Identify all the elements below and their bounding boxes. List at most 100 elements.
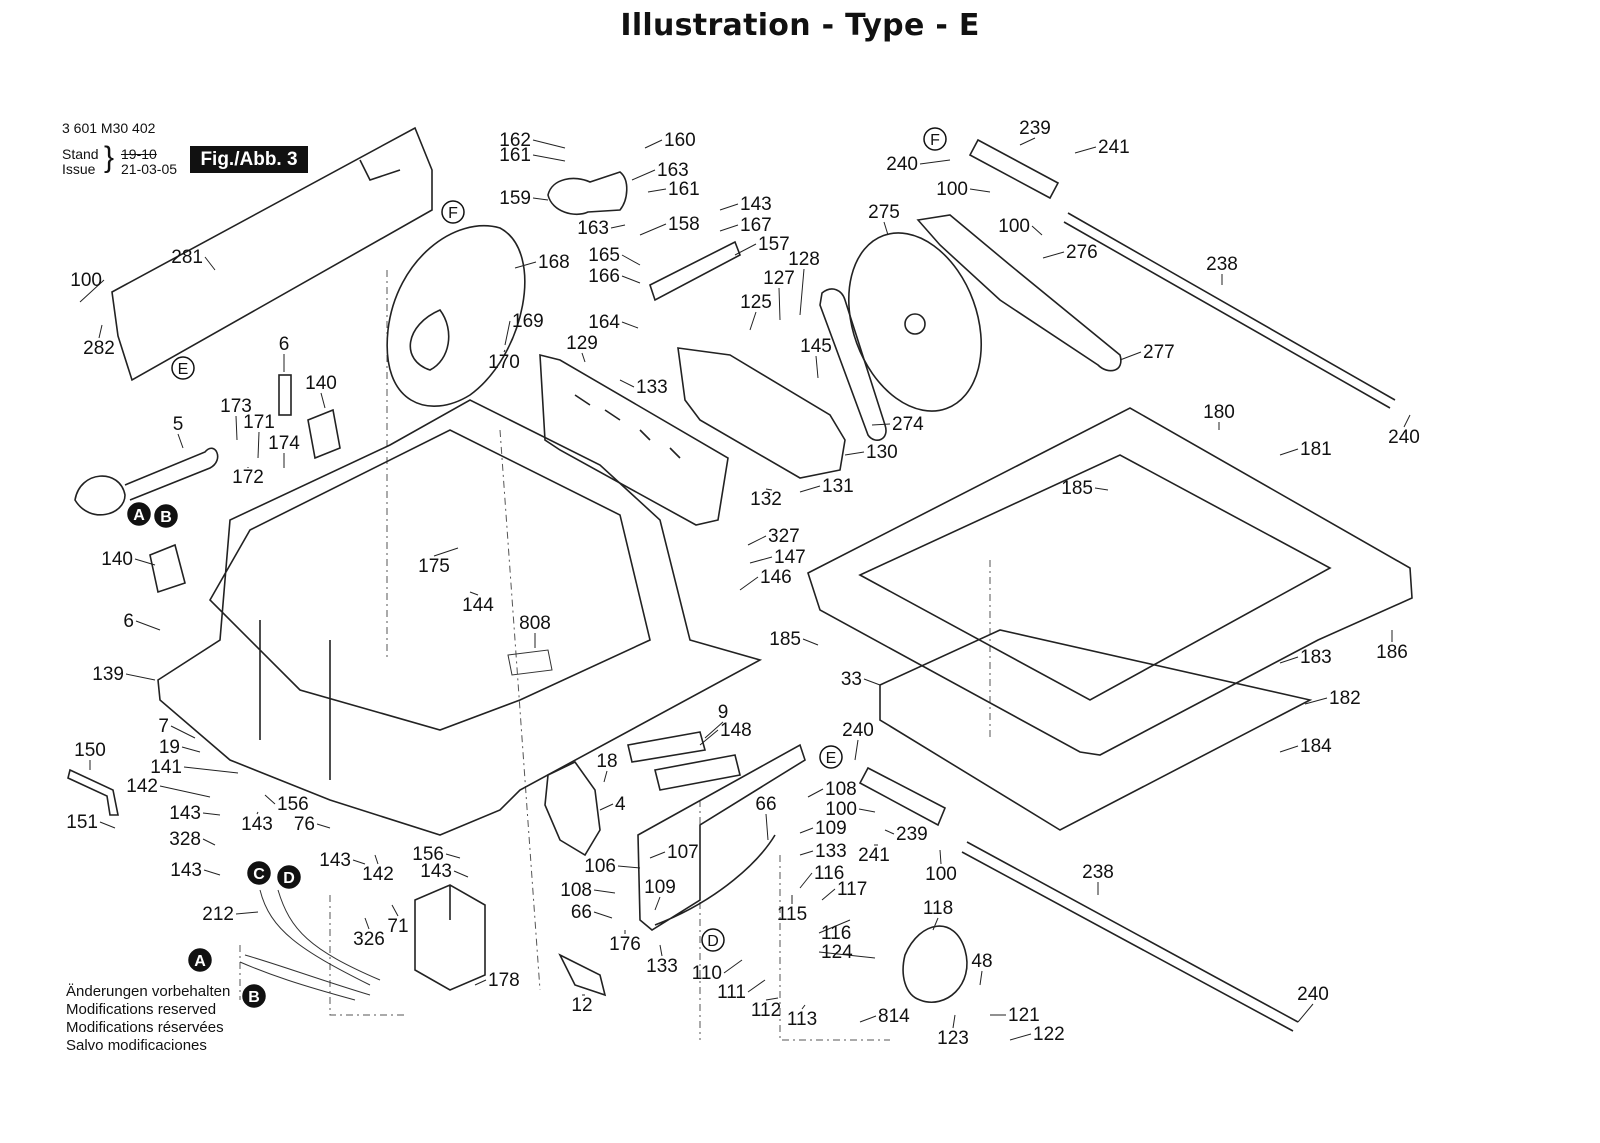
part-number-label: 19 xyxy=(159,737,180,758)
leader-line xyxy=(747,535,767,546)
leader-line xyxy=(181,746,201,753)
part-number-label: 161 xyxy=(668,179,700,200)
part-number-label: 128 xyxy=(788,249,820,270)
leader-line xyxy=(818,919,851,934)
part-number-label: 141 xyxy=(150,757,182,778)
leader-line xyxy=(969,188,991,193)
part-number-label: 175 xyxy=(418,556,450,577)
leader-line xyxy=(603,770,608,783)
leader-line xyxy=(1279,448,1299,456)
leader-line xyxy=(704,721,724,739)
leader-line xyxy=(649,851,666,859)
reference-circle xyxy=(923,127,947,151)
leader-line xyxy=(647,188,667,193)
part-number-label: 113 xyxy=(787,1009,817,1030)
leader-line xyxy=(264,794,276,805)
part-number-label: 131 xyxy=(822,476,854,497)
part-number-label: 275 xyxy=(868,202,900,223)
part-number-label: 182 xyxy=(1329,688,1361,709)
part-number-label: 112 xyxy=(751,1000,781,1021)
leader-line xyxy=(765,997,779,1001)
reference-circle xyxy=(441,200,465,224)
leader-line xyxy=(631,169,656,181)
reference-circle xyxy=(242,984,266,1008)
base-housing-139 xyxy=(157,399,763,836)
leader-line xyxy=(619,379,635,388)
part-number-label: 142 xyxy=(126,776,158,797)
leader-line xyxy=(235,911,259,915)
reference-letter: E xyxy=(178,361,189,378)
reference-letter: F xyxy=(930,132,940,149)
leader-line xyxy=(799,268,805,316)
part-number-label: 239 xyxy=(1019,118,1051,139)
tube-239 xyxy=(968,138,1060,200)
part-number-label: 125 xyxy=(740,292,772,313)
part-number-label: 7 xyxy=(158,716,169,737)
stand-label: Stand xyxy=(62,146,99,162)
part-number-label: 143 xyxy=(241,814,273,835)
part-number-label: 167 xyxy=(740,215,772,236)
leader-line xyxy=(884,829,895,835)
part-number-label: 166 xyxy=(588,266,620,287)
part-number-label: 5 xyxy=(173,414,184,435)
leader-line xyxy=(170,725,196,739)
part-number-label: 150 xyxy=(74,740,106,761)
part-number-label: 814 xyxy=(878,1006,910,1027)
leader-line xyxy=(374,854,379,865)
part-number-label: 116 xyxy=(814,863,844,884)
part-number-label: 162 xyxy=(499,130,531,151)
leader-line xyxy=(932,917,939,931)
part-number-label: 133 xyxy=(646,956,678,977)
leader-line xyxy=(734,243,757,256)
part-number-label: 170 xyxy=(488,352,520,373)
part-number-label: 140 xyxy=(101,549,133,570)
leader-line xyxy=(532,139,566,149)
page-title: Illustration - Type - E xyxy=(620,8,980,43)
leader-line xyxy=(621,275,641,284)
part-number-label: 76 xyxy=(294,814,315,835)
hex-key-150 xyxy=(67,768,119,816)
part-number-label: 328 xyxy=(169,829,201,850)
leader-line xyxy=(1019,137,1036,146)
leader-line xyxy=(593,889,616,894)
part-number-label: 71 xyxy=(387,916,408,937)
leader-line xyxy=(818,951,876,959)
part-number-label: 176 xyxy=(609,934,641,955)
leader-line xyxy=(159,785,211,798)
leader-line xyxy=(599,803,614,811)
part-number-label: 281 xyxy=(171,247,203,268)
part-number-label: 115 xyxy=(777,904,807,925)
leader-line xyxy=(1297,1003,1314,1023)
leader-line xyxy=(807,788,824,798)
part-number-label: 181 xyxy=(1300,439,1332,460)
part-number-label: 139 xyxy=(92,664,124,685)
part-number-label: 4 xyxy=(615,794,626,815)
leader-line xyxy=(98,324,103,339)
leader-line xyxy=(532,197,549,201)
part-number-label: 240 xyxy=(1388,427,1420,448)
leader-line xyxy=(1304,697,1328,705)
fence-106 xyxy=(637,743,806,931)
plate-129 xyxy=(539,353,729,526)
leader-line xyxy=(854,739,859,761)
part-number-label: 168 xyxy=(538,252,570,273)
part-number-label: 185 xyxy=(1061,478,1093,499)
reference-letter: B xyxy=(248,989,260,1006)
part-number-label: 130 xyxy=(866,442,898,463)
part-number-label: 174 xyxy=(268,433,300,454)
leader-line xyxy=(514,261,537,269)
part-number-label: 129 xyxy=(566,333,598,354)
part-number-label: 142 xyxy=(362,864,394,885)
part-number-label: 6 xyxy=(123,611,134,632)
disc-275 xyxy=(847,232,983,412)
leader-line xyxy=(749,556,773,564)
leader-line xyxy=(433,547,459,557)
leader-line xyxy=(183,766,239,774)
part-number-label: 127 xyxy=(763,268,795,289)
reference-circle xyxy=(171,356,195,380)
stand-value: 19-10 xyxy=(121,146,157,162)
leader-line xyxy=(858,808,876,813)
part-number-label: 163 xyxy=(577,218,609,239)
part-number-label: 173 xyxy=(220,396,252,417)
reference-letter: C xyxy=(253,866,265,883)
